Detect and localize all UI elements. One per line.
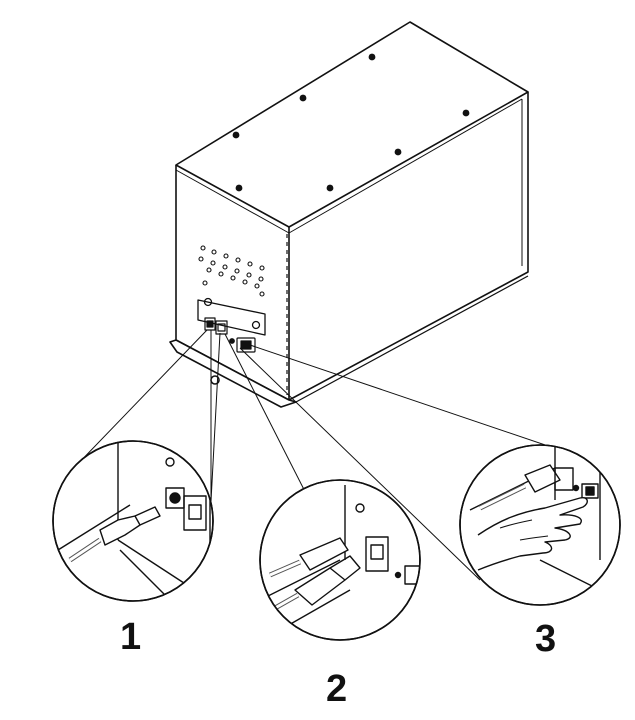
detail-circle-1 — [52, 440, 214, 602]
detail-circle-3 — [459, 444, 621, 606]
enclosure-side-face — [288, 92, 529, 401]
step-number-1: 1 — [120, 616, 142, 658]
step-number-3: 3 — [535, 618, 557, 660]
device-enclosure — [169, 21, 529, 408]
hand-icon — [477, 496, 588, 571]
connector-panel — [197, 297, 266, 336]
lid-screws — [232, 53, 470, 192]
panel-usb-port — [215, 320, 228, 335]
detail-circle-2 — [259, 479, 421, 641]
step-number-2: 2 — [326, 668, 348, 710]
vent-holes — [198, 245, 265, 297]
panel-dc-jack — [204, 317, 216, 331]
